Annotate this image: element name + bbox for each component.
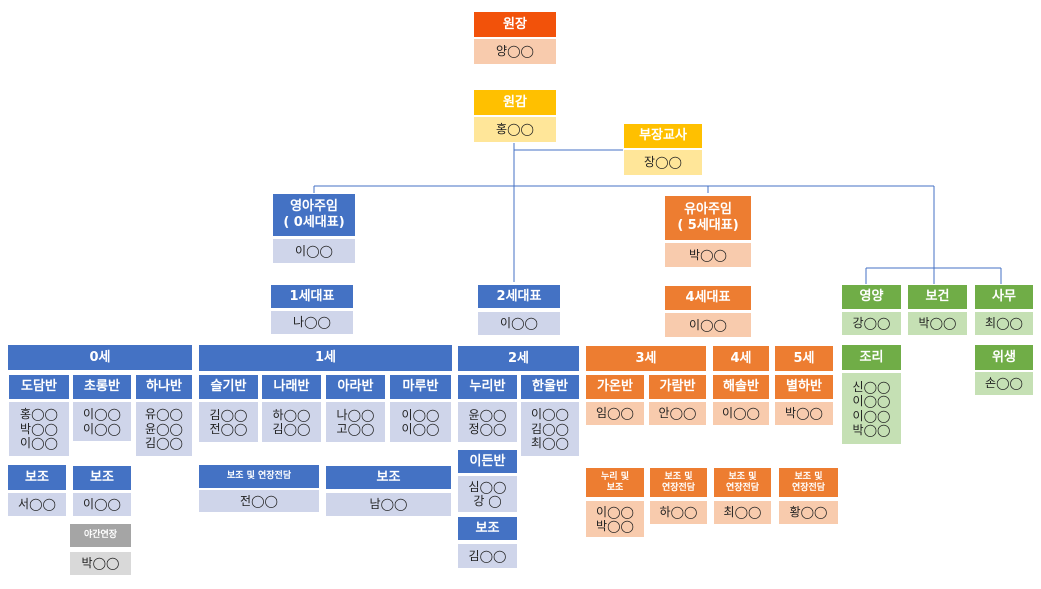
class-garam-title: 가람반 <box>648 374 707 400</box>
class-ideun-teachers: 심◯◯ 강 ◯ <box>457 475 518 513</box>
age-0-assist-2-name: 이◯◯ <box>72 492 132 517</box>
class-dodam-teachers: 홍◯◯ 박◯◯ 이◯◯ <box>8 401 70 457</box>
class-chorong-title: 초롱반 <box>72 374 132 400</box>
night-extension-name: 박◯◯ <box>69 551 132 576</box>
class-garam-teachers: 안◯◯ <box>648 401 707 426</box>
class-byeolha-title: 별하반 <box>774 374 834 400</box>
rep-1-title: 1세대표 <box>270 284 354 309</box>
director-title: 원장 <box>473 11 557 38</box>
head-teacher-title: 부장교사 <box>623 123 703 149</box>
rep-4-name: 이◯◯ <box>664 312 752 338</box>
kinder-assist-1-title: 누리 및 보조 <box>585 467 645 498</box>
class-seulgi-title: 슬기반 <box>198 374 259 400</box>
age-0-assist-1-title: 보조 <box>7 464 67 491</box>
class-ideun-title: 이든반 <box>457 449 518 474</box>
kinder-assist-2-title: 보조 및 연장전담 <box>649 467 708 498</box>
class-haesol-title: 해솔반 <box>712 374 770 400</box>
class-hana-title: 하나반 <box>135 374 193 400</box>
class-hana-teachers: 유◯◯ 윤◯◯ 김◯◯ <box>135 401 193 457</box>
cook-title: 조리 <box>841 344 902 371</box>
class-hanul-title: 한울반 <box>520 374 580 400</box>
nutrition-title: 영양 <box>841 284 902 310</box>
nutrition-name: 강◯◯ <box>841 311 902 336</box>
age-2-header: 2세 <box>457 345 580 372</box>
kinder-lead-name: 박◯◯ <box>664 242 752 268</box>
infant-lead-title: 영아주임 ( 0세대표) <box>272 193 356 237</box>
vice-director-title: 원감 <box>473 89 557 116</box>
class-maru-title: 마루반 <box>389 374 452 400</box>
hygiene-title: 위생 <box>974 344 1034 371</box>
age-0-assist-1-name: 서◯◯ <box>7 492 67 517</box>
age-1-assist-1-name: 전◯◯ <box>198 489 320 513</box>
rep-4-title: 4세대표 <box>664 285 752 311</box>
age-0-header: 0세 <box>7 344 193 371</box>
rep-2-name: 이◯◯ <box>477 311 561 336</box>
office-title: 사무 <box>974 284 1034 310</box>
class-ara-teachers: 나◯◯ 고◯◯ <box>325 401 386 443</box>
class-ara-title: 아라반 <box>325 374 386 400</box>
cook-names: 신◯◯ 이◯◯ 이◯◯ 박◯◯ <box>841 372 902 445</box>
class-dodam-title: 도담반 <box>8 374 70 400</box>
age-1-assist-1-title: 보조 및 연장전담 <box>198 464 320 489</box>
age-4-header: 4세 <box>712 345 770 372</box>
head-teacher-name: 장◯◯ <box>623 149 703 176</box>
director-name: 양◯◯ <box>473 38 557 65</box>
age-1-assist-2-title: 보조 <box>325 465 452 490</box>
class-maru-teachers: 이◯◯ 이◯◯ <box>389 401 452 443</box>
kinder-assist-4-name: 황◯◯ <box>778 500 839 525</box>
class-seulgi-teachers: 김◯◯ 전◯◯ <box>198 401 259 443</box>
class-narae-title: 나래반 <box>261 374 322 400</box>
night-extension-title: 야간연장 <box>69 523 132 548</box>
health-name: 박◯◯ <box>907 311 968 336</box>
hygiene-name: 손◯◯ <box>974 371 1034 396</box>
vice-director-name: 홍◯◯ <box>473 116 557 143</box>
kinder-assist-3-title: 보조 및 연장전담 <box>713 467 772 498</box>
rep-2-title: 2세대표 <box>477 284 561 309</box>
class-gaon-teachers: 임◯◯ <box>585 401 645 426</box>
kinder-lead-title: 유아주임 ( 5세대표) <box>664 195 752 241</box>
rep-1-name: 나◯◯ <box>270 310 354 335</box>
class-nuri-teachers: 윤◯◯ 정◯◯ <box>457 401 518 443</box>
class-byeolha-teachers: 박◯◯ <box>774 401 834 426</box>
age-3-header: 3세 <box>585 345 707 372</box>
age-2-assist-name: 김◯◯ <box>457 543 518 569</box>
age-5-header: 5세 <box>774 345 834 372</box>
kinder-assist-4-title: 보조 및 연장전담 <box>778 467 839 498</box>
office-name: 최◯◯ <box>974 311 1034 336</box>
age-1-header: 1세 <box>198 344 453 372</box>
infant-lead-name: 이◯◯ <box>272 238 356 264</box>
kinder-assist-2-name: 하◯◯ <box>649 500 708 525</box>
class-narae-teachers: 하◯◯ 김◯◯ <box>261 401 322 443</box>
age-1-assist-2-name: 남◯◯ <box>325 492 452 517</box>
class-haesol-teachers: 이◯◯ <box>712 401 770 426</box>
kinder-assist-1-name: 이◯◯ 박◯◯ <box>585 500 645 538</box>
age-0-assist-2-title: 보조 <box>72 465 132 491</box>
class-hanul-teachers: 이◯◯ 김◯◯ 최◯◯ <box>520 401 580 457</box>
health-title: 보건 <box>907 284 968 310</box>
class-chorong-teachers: 이◯◯ 이◯◯ <box>72 401 132 442</box>
class-gaon-title: 가온반 <box>585 374 645 400</box>
age-2-assist-title: 보조 <box>457 516 518 541</box>
kinder-assist-3-name: 최◯◯ <box>713 500 772 525</box>
class-nuri-title: 누리반 <box>457 374 518 400</box>
